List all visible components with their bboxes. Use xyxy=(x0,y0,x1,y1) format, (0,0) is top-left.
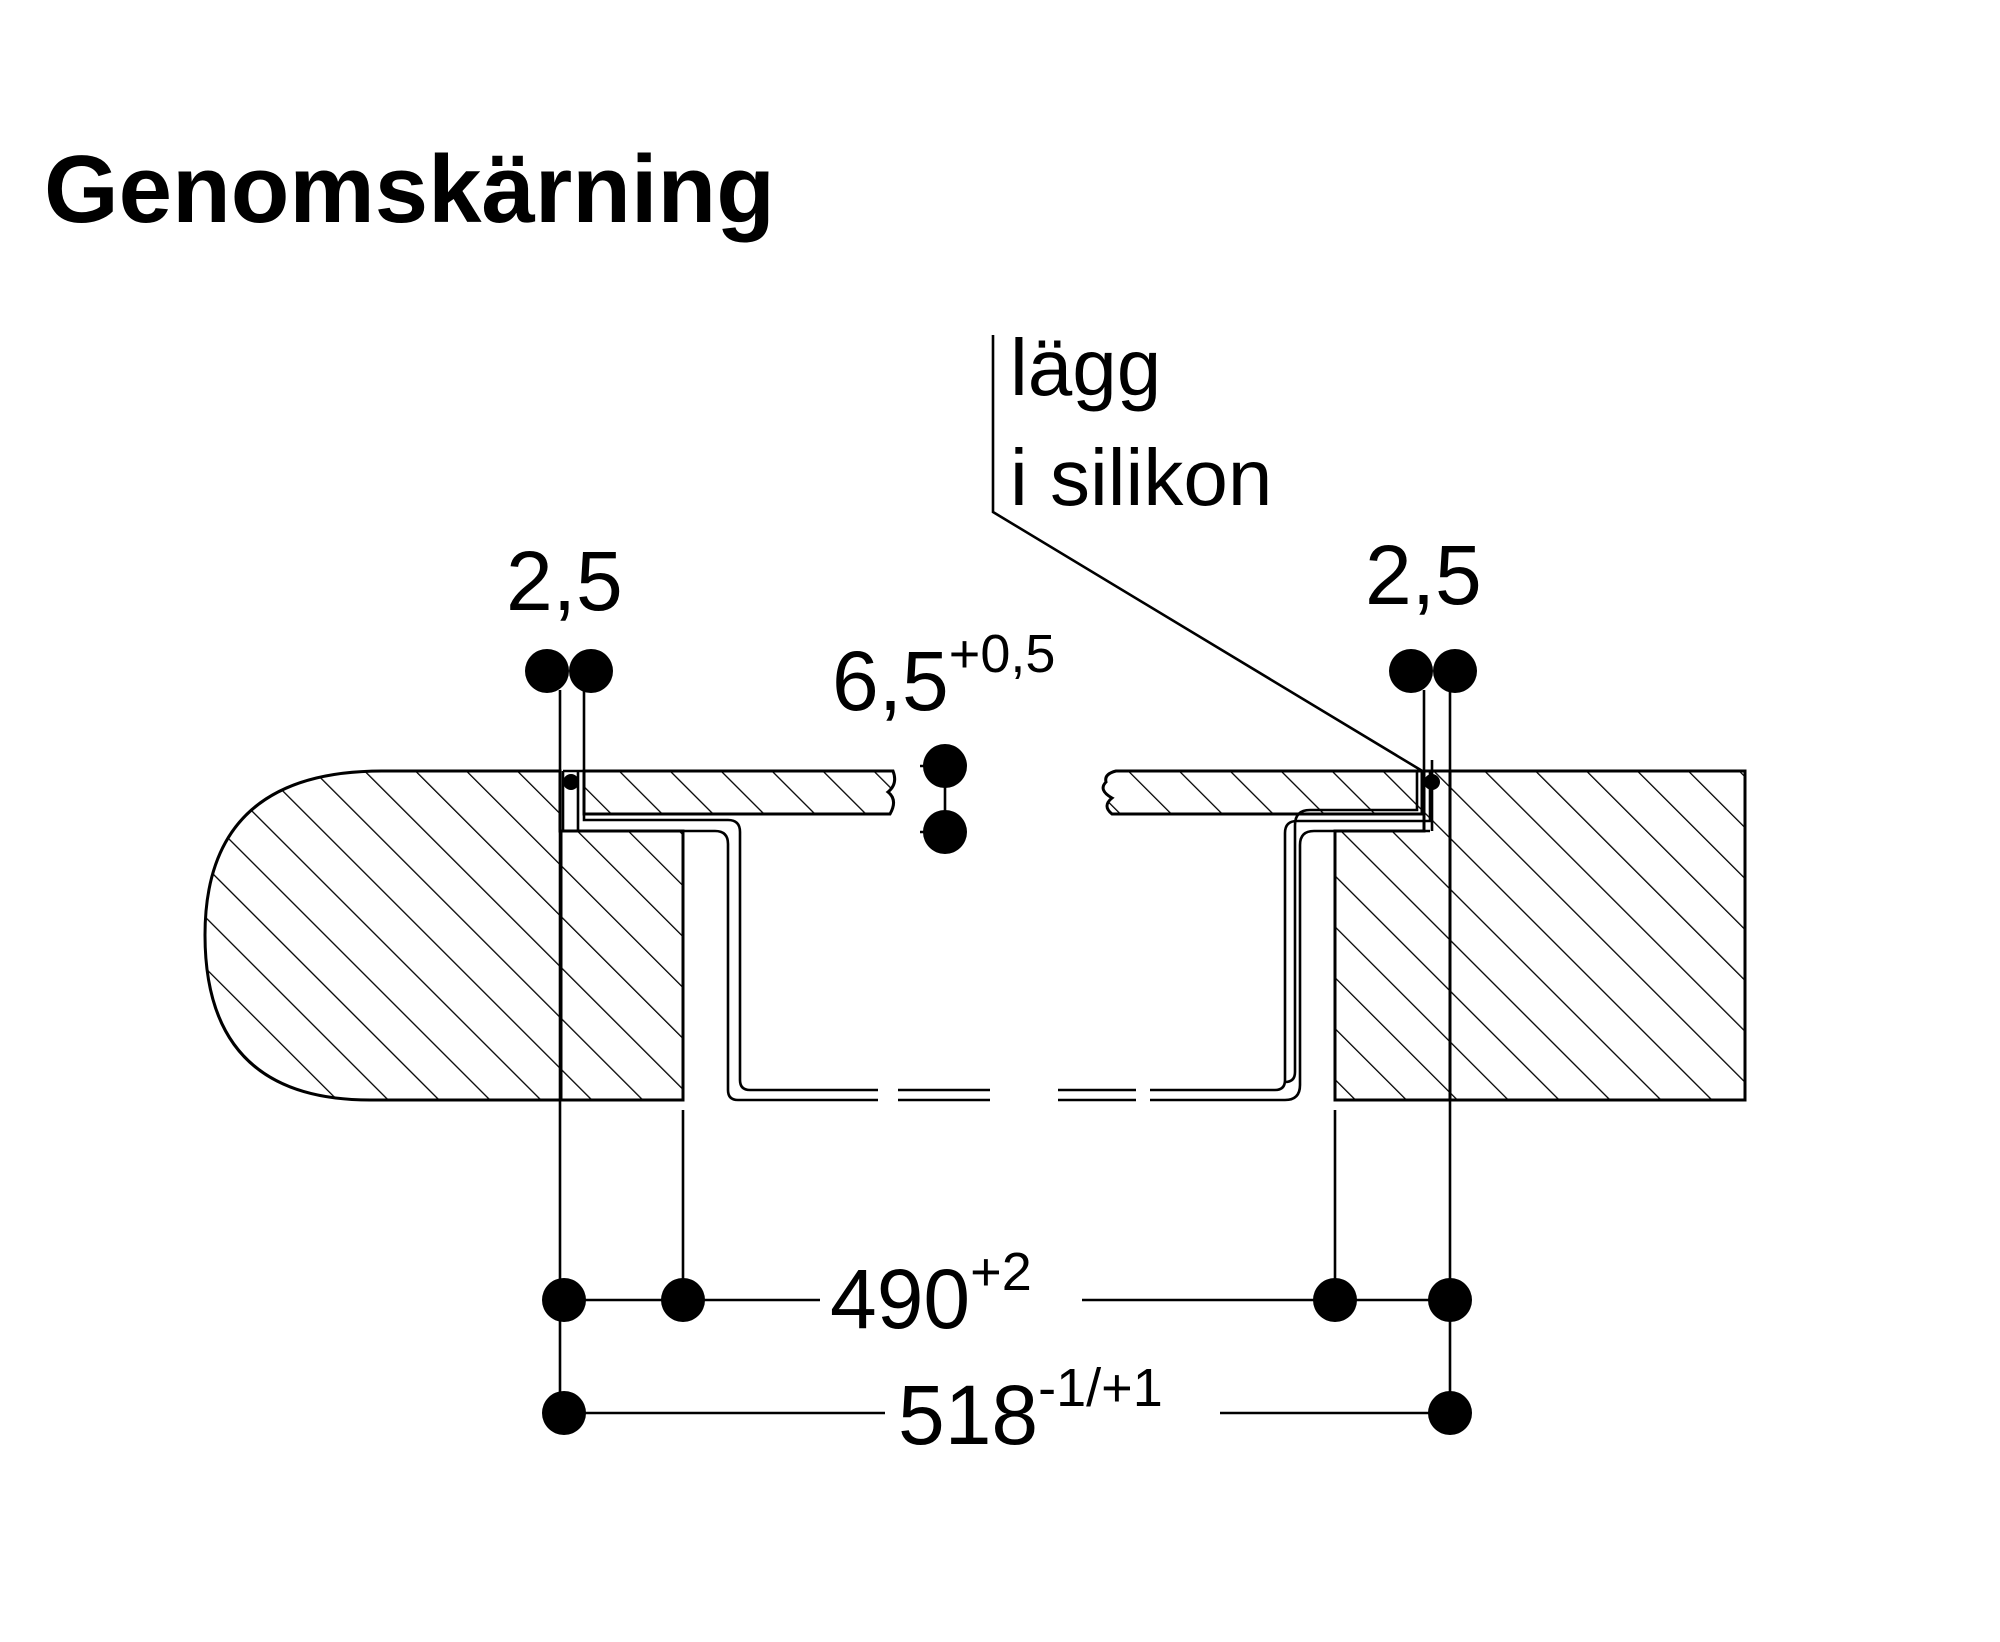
dim-outer: 518-1/+1 xyxy=(898,1358,1163,1462)
hob-glass-right xyxy=(1101,769,1424,816)
dim-depth-tolerance: +0,5 xyxy=(949,624,1056,684)
hob-glass-left xyxy=(582,769,897,816)
dim-depth: 6,5+0,5 xyxy=(832,624,1055,728)
note-line-2: i silikon xyxy=(1010,433,1272,522)
dim-inner: 490+2 xyxy=(830,1242,1032,1346)
page-title: Genomskärning xyxy=(44,136,775,243)
dim-gap-left: 2,5 xyxy=(506,534,623,628)
dim-gap-right: 2,5 xyxy=(1365,528,1482,622)
dimension-dots xyxy=(525,649,1477,1435)
dim-outer-value: 518 xyxy=(898,1368,1038,1462)
hob-frame xyxy=(561,760,1434,1102)
dim-inner-value: 490 xyxy=(830,1252,970,1346)
dim-depth-value: 6,5 xyxy=(832,634,949,728)
dim-inner-tolerance: +2 xyxy=(970,1242,1032,1302)
silicone-leader xyxy=(991,335,1425,774)
note-line-1: lägg xyxy=(1010,323,1161,412)
dim-outer-tolerance: -1/+1 xyxy=(1038,1358,1163,1418)
